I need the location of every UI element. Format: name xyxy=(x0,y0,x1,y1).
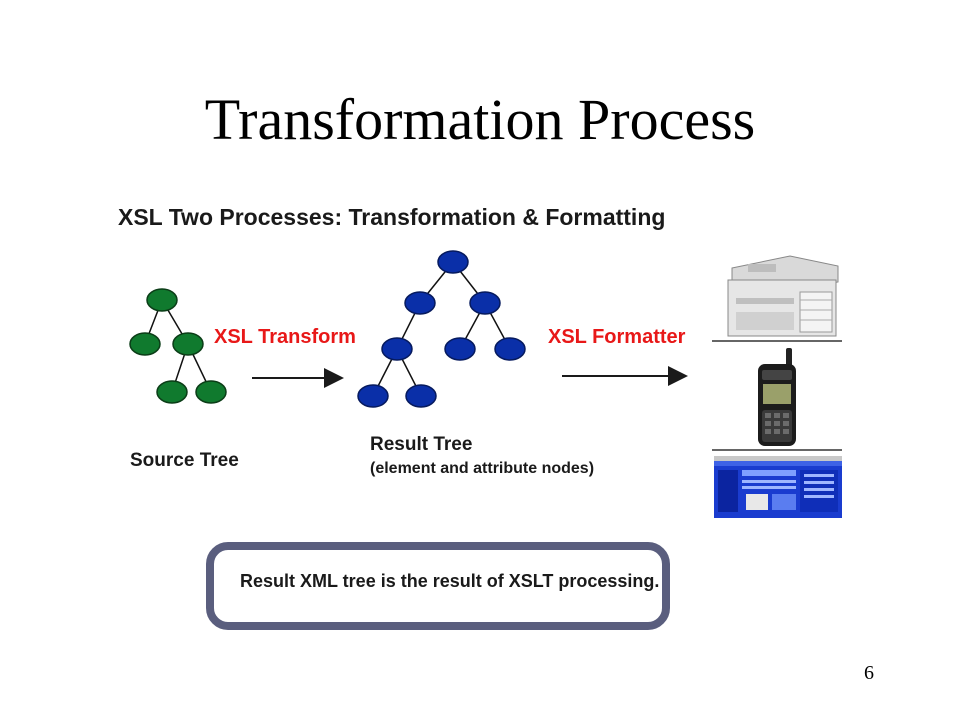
result-node xyxy=(469,291,501,315)
diagram-heading: XSL Two Processes: Transformation & Form… xyxy=(118,204,666,230)
result-node xyxy=(357,384,389,408)
result-node xyxy=(404,291,436,315)
result-node xyxy=(437,250,469,274)
source-tree xyxy=(129,288,227,404)
xsl-transform-label: XSL Transform xyxy=(214,326,356,348)
result-node xyxy=(405,384,437,408)
page-number: 6 xyxy=(864,662,874,684)
printer-icon xyxy=(712,255,842,342)
source-node xyxy=(156,380,188,404)
result-tree-label: Result Tree xyxy=(370,434,473,455)
result-node xyxy=(494,337,526,361)
result-tree xyxy=(357,250,526,408)
result-node xyxy=(444,337,476,361)
mobile-phone-icon xyxy=(712,348,842,451)
result-tree-sublabel: (element and attribute nodes) xyxy=(370,460,595,477)
xsl-formatter-label: XSL Formatter xyxy=(548,326,686,348)
slide-title: Transformation Process xyxy=(204,87,756,152)
web-browser-icon xyxy=(714,456,842,518)
source-node xyxy=(129,332,161,356)
note-text: Result XML tree is the result of XSLT pr… xyxy=(240,571,660,591)
source-node xyxy=(146,288,178,312)
source-node xyxy=(195,380,227,404)
source-tree-label: Source Tree xyxy=(130,450,239,471)
note-box: Result XML tree is the result of XSLT pr… xyxy=(206,542,670,630)
source-node xyxy=(172,332,204,356)
result-node xyxy=(381,337,413,361)
